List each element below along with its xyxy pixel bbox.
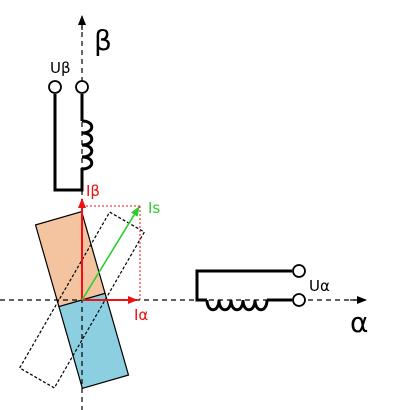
u-alpha-terminal-bottom xyxy=(292,293,306,307)
rotor-south-pole xyxy=(58,292,130,390)
rotor-north-pole xyxy=(34,210,106,308)
beta-axis-label: β xyxy=(94,24,112,57)
rotor-target-outline xyxy=(18,211,146,389)
u-beta-terminal-right xyxy=(75,80,89,94)
rotor-magnet xyxy=(34,210,130,390)
i-beta-label: Iβ xyxy=(86,182,100,200)
alpha-coil xyxy=(195,269,292,312)
u-alpha-label: Uα xyxy=(309,277,330,295)
i-s-vector xyxy=(81,206,140,301)
beta-coil xyxy=(53,94,94,192)
alpha-axis-label: α xyxy=(350,306,368,339)
i-alpha-label: Iα xyxy=(134,306,148,324)
u-alpha-terminal-top xyxy=(292,264,306,278)
u-beta-terminal-left xyxy=(48,80,62,94)
u-beta-label: Uβ xyxy=(50,59,71,77)
i-s-label: Is xyxy=(148,199,160,217)
